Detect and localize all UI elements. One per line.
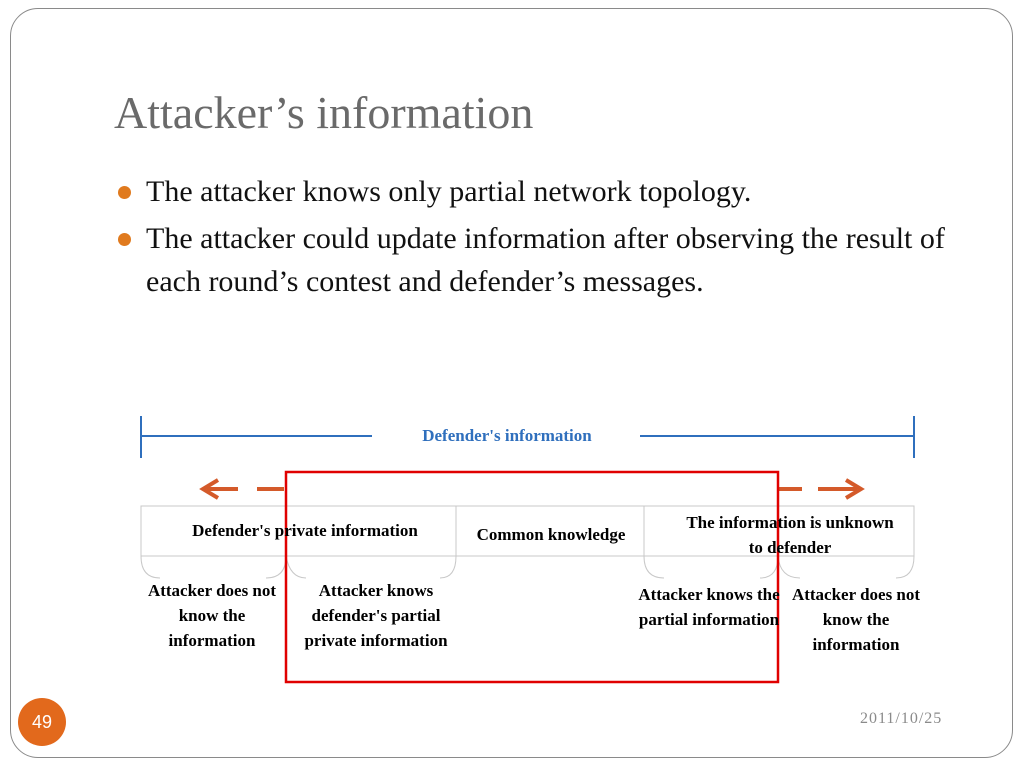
page-number-badge: 49 — [18, 698, 66, 746]
highlight-box — [284, 470, 780, 684]
description-attacker-knows-private: Attacker knows defender's partial privat… — [304, 581, 448, 650]
bullet-marker-icon — [118, 233, 131, 246]
description-attacker-knows-partial: Attacker knows the partial information — [638, 585, 780, 629]
segment-unknown-information: The information is unknown to defender — [686, 513, 894, 557]
bullet-text: The attacker knows only partial network … — [146, 175, 752, 208]
bullet-marker-icon — [118, 186, 131, 199]
segment-private-information: Defender's private information — [192, 521, 418, 540]
description-attacker-does-not-know-right: Attacker does not know the information — [791, 585, 921, 654]
segment-common-knowledge: Common knowledge — [476, 525, 626, 544]
description-attacker-does-not-know-left: Attacker does not know the information — [147, 581, 277, 650]
slide-title: Attacker’s information — [114, 87, 534, 138]
information-bar — [140, 505, 915, 557]
right-arrow-icon — [779, 478, 865, 500]
bullet-item: The attacker knows only partial network … — [114, 170, 964, 213]
bullet-text: The attacker could update information af… — [146, 222, 945, 298]
slide-date: 2011/10/25 — [860, 710, 943, 727]
defender-information-label: Defender's information — [422, 426, 592, 445]
bullet-list: The attacker knows only partial network … — [114, 170, 964, 307]
bullet-item: The attacker could update information af… — [114, 217, 964, 303]
slide-frame — [10, 8, 1013, 758]
defender-span-line — [140, 416, 915, 458]
left-arrow-icon — [199, 478, 284, 500]
